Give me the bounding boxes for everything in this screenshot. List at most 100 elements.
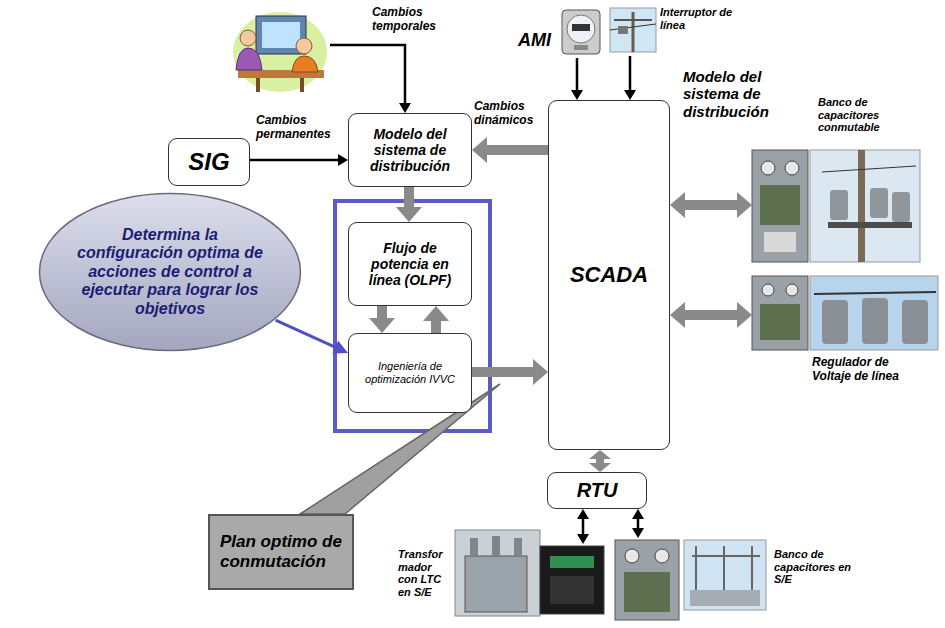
node-text: Determina la configuración optima de acc…	[68, 226, 273, 318]
voltage-regulator-image-part	[822, 300, 848, 344]
node-text: Flujo de potencia en línea (OLPF)	[355, 240, 465, 288]
optimization-frame	[335, 201, 490, 431]
connector-arrow	[250, 154, 348, 166]
node-text: Plan optimo de conmutación	[220, 532, 342, 571]
arrow-head	[589, 450, 611, 459]
arrow-head	[737, 302, 752, 328]
substation-capacitor-image-part	[624, 572, 670, 612]
operator-icon-part	[292, 56, 318, 72]
voltage-regulator-image-part	[814, 292, 936, 294]
switched-capacitor-image-part	[822, 166, 916, 172]
node-text: Ingeniería de optimización IVVC	[355, 360, 465, 385]
callout-box: Plan optimo de conmutación	[208, 514, 354, 590]
ltc-transformer-image-part	[492, 536, 500, 556]
connector-arrow	[670, 302, 752, 328]
connector-arrow	[577, 509, 589, 544]
gis-box: SIG	[168, 138, 250, 186]
scada-box: SCADA	[548, 100, 670, 450]
change-label: Cambios temporales	[372, 6, 444, 34]
voltage-regulator-image-part	[810, 276, 938, 350]
meter-icon-part	[574, 45, 588, 50]
operator-icon-part	[240, 30, 256, 46]
connector-line	[486, 145, 548, 155]
connector-line	[472, 367, 534, 377]
power-flow-box: Flujo de potencia en línea (OLPF)	[348, 222, 472, 306]
switched-capacitor-image-part	[785, 161, 799, 175]
voltage-regulator-image-part	[902, 300, 928, 344]
line-switch-icon-part	[614, 19, 652, 21]
connector-arrow	[589, 450, 611, 472]
connector-line	[431, 320, 441, 333]
ltc-transformer-image-part	[455, 530, 540, 616]
operator-icon-part	[296, 38, 312, 54]
capacitor-device: Banco de capacitores conmutable	[752, 96, 922, 264]
connector-line	[576, 58, 579, 91]
arrow-head	[670, 192, 685, 218]
switched-capacitor-image	[752, 150, 920, 262]
substation-capacitor-image-part	[684, 540, 766, 610]
node-text: SIG	[188, 148, 229, 176]
connector-line	[684, 200, 738, 210]
arrow-head	[423, 306, 449, 321]
connector-arrow	[423, 306, 449, 333]
edge-label: Cambios dinámicos	[474, 100, 546, 128]
ltc-transformer-image-part	[540, 546, 604, 614]
voltage-regulator-image-part	[862, 298, 888, 344]
switched-capacitor-image-part	[760, 185, 800, 225]
connector-arrow	[571, 58, 583, 100]
transformer-device: Transfor mador con LTC en S/E	[398, 544, 608, 620]
device-label: Banco de capacitores conmutable	[818, 96, 888, 134]
node-text: RTU	[577, 479, 618, 502]
arrow-head	[571, 90, 583, 100]
voltage-regulator-image-part	[752, 276, 808, 350]
line-switch-icon-part	[610, 8, 656, 52]
connector-line	[377, 306, 387, 319]
voltage-regulator-image-part	[760, 304, 800, 340]
operator-icon-part	[233, 12, 327, 92]
arrow-head	[396, 207, 422, 222]
operator-icon-part	[236, 48, 262, 70]
connector-arrow	[624, 56, 636, 100]
arrow-head	[670, 302, 685, 328]
switched-capacitor-image-part	[828, 222, 912, 228]
meter-icon	[562, 10, 600, 54]
meter-device: AMI	[512, 8, 604, 58]
switched-capacitor-image-part	[752, 150, 808, 262]
switched-capacitor-image-part	[830, 190, 848, 220]
voltage-regulator-image	[752, 276, 938, 350]
edge-label: Cambios permanentes	[256, 114, 346, 142]
connector-arrow	[670, 192, 752, 218]
node-text: SCADA	[570, 262, 648, 287]
line-switch-icon-part	[618, 26, 628, 34]
temporal-changes-arrow-part	[330, 45, 405, 104]
section-label: Modelo del sistema de distribución	[683, 68, 791, 120]
arrow-head	[737, 192, 752, 218]
arrow-head	[577, 534, 589, 544]
substation-capacitor-device: Banco de capacitores en S/E	[614, 538, 854, 622]
device-label: Transfor mador con LTC en S/E	[398, 548, 452, 599]
operator-icon-part	[262, 22, 300, 48]
substation-capacitor-image-part	[751, 546, 753, 590]
connector-line	[684, 310, 738, 320]
operator-icon-part	[256, 78, 260, 92]
switched-capacitor-image-part	[761, 161, 775, 175]
arrow-head	[632, 509, 644, 519]
substation-capacitor-image-part	[723, 546, 725, 590]
substation-capacitor-image-part	[692, 555, 760, 557]
regulator-device: Regulador de Voltaje de línea	[752, 274, 942, 394]
ivvc-box: Ingeniería de optimización IVVC	[348, 333, 472, 413]
ltc-transformer-image-part	[550, 576, 594, 604]
arrow-head	[577, 509, 589, 519]
ltc-transformer-image-part	[514, 538, 522, 556]
substation-capacitor-image-part	[690, 590, 760, 606]
switched-capacitor-image-part	[810, 150, 920, 262]
connector-arrow	[472, 137, 548, 163]
device-label: Interruptor de línea	[660, 6, 740, 31]
meter-icon-part	[562, 10, 600, 54]
ltc-transformer-image-part	[465, 556, 527, 612]
connector-line	[276, 320, 337, 348]
substation-capacitor-image	[615, 540, 766, 620]
connector-line	[629, 56, 632, 91]
ltc-transformer-image-part	[550, 556, 594, 568]
substation-capacitor-image-part	[625, 549, 639, 563]
